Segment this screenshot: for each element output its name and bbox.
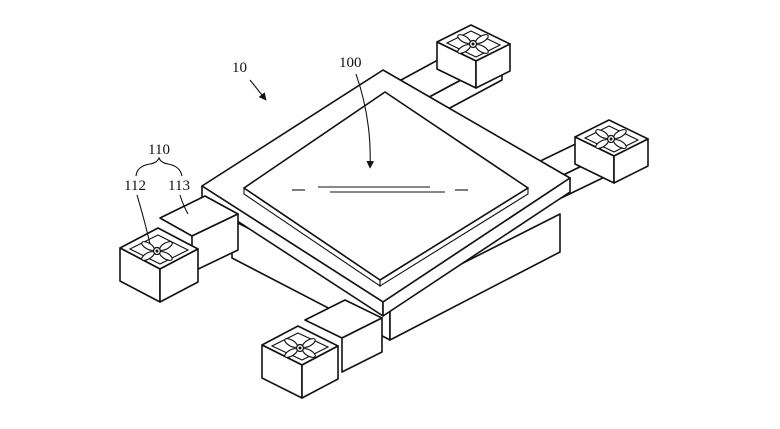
module-back-right [436, 24, 511, 89]
label-rotor: 112 [124, 178, 146, 194]
display-panel [243, 91, 529, 288]
module-front-right [574, 119, 649, 184]
module-front-bottom [261, 325, 339, 399]
label-panel: 100 [339, 55, 362, 71]
arm-front-left [159, 195, 239, 273]
arm-front-bottom [304, 299, 383, 373]
label-device: 10 [232, 60, 247, 76]
module-front-left [119, 227, 199, 303]
label-arm-group: 110 [148, 142, 170, 158]
label-arm: 113 [168, 178, 190, 194]
